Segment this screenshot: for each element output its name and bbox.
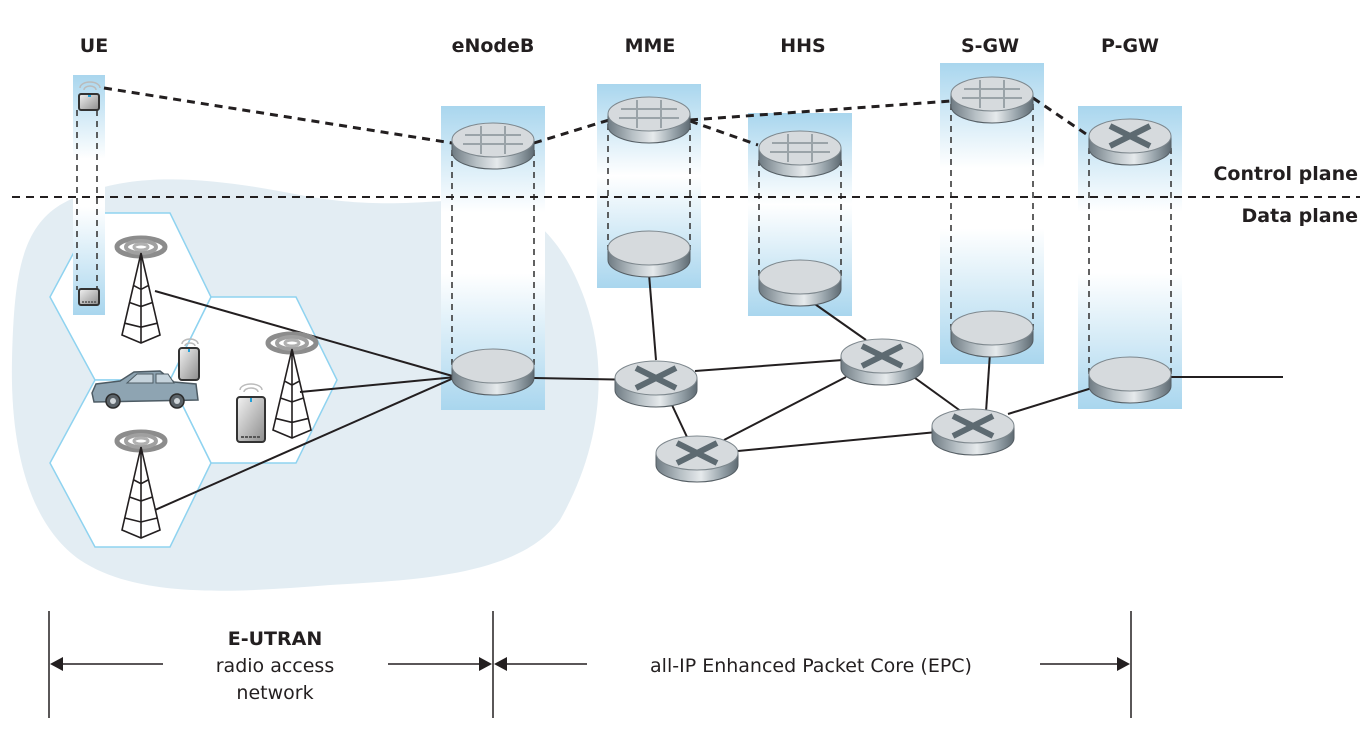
data-link [985, 352, 991, 413]
column-dashes [76, 104, 1172, 375]
mme-control-router [607, 96, 691, 144]
label-hhs: HHS [780, 35, 826, 57]
arrow-left-icon [50, 657, 63, 671]
switch-x-icon [860, 343, 904, 369]
data-link [694, 359, 844, 372]
control-link [689, 99, 952, 122]
grid-router-icon [463, 126, 523, 154]
arrow-right-icon [479, 657, 492, 671]
node-labels: UE eNodeB MME HHS S-GW P-GW [80, 35, 1159, 57]
control-link [103, 86, 453, 145]
control-link [1032, 96, 1090, 138]
data-link [671, 404, 688, 438]
enodeb-control-router [451, 122, 535, 170]
control-plane-label: Control plane [1213, 163, 1358, 185]
switch-x-icon [1108, 123, 1152, 149]
data-links [154, 273, 1283, 511]
ue-device-bottom [78, 288, 100, 306]
label-mme: MME [625, 35, 676, 57]
cell-tower-icon [114, 429, 168, 539]
switch-x-icon [634, 365, 678, 391]
eutran-line1: radio access [216, 655, 334, 677]
smartphone-icon [236, 383, 266, 443]
cell-tower-icon [265, 331, 319, 439]
base-station-towers [114, 235, 319, 539]
enodeb-data-router [451, 348, 535, 396]
data-link [723, 376, 847, 441]
epc-title: all-IP Enhanced Packet Core (EPC) [650, 655, 972, 677]
hhs-data-router [758, 259, 842, 307]
ue-device-top [78, 81, 101, 111]
data-link [648, 273, 657, 361]
pgw-control-router [1088, 118, 1172, 166]
control-links [103, 86, 1090, 147]
control-link [689, 119, 759, 147]
sgw-control-router [950, 76, 1034, 124]
switch-d-router [931, 408, 1015, 456]
grid-router-icon [962, 80, 1022, 108]
label-pgw: P-GW [1101, 35, 1159, 57]
eutran-line2: network [236, 682, 313, 704]
data-plane-label: Data plane [1242, 205, 1358, 227]
span-arrowheads [50, 657, 1130, 671]
switch-x-icon [951, 413, 995, 439]
hhs-control-router [758, 130, 842, 178]
switch-a-router [614, 360, 698, 408]
switch-c-router [655, 435, 739, 483]
routers [451, 76, 1172, 483]
data-link [811, 301, 867, 341]
pgw-data-router [1088, 356, 1172, 404]
car-icon [91, 370, 199, 409]
arrow-left-icon [494, 657, 507, 671]
grid-router-icon [770, 134, 830, 162]
radio-link [299, 376, 457, 393]
data-link [737, 431, 938, 452]
ue-column [73, 75, 105, 315]
span-indicators [48, 611, 1132, 718]
sgw-data-router [950, 310, 1034, 358]
switch-x-icon [675, 440, 719, 466]
label-ue: UE [80, 35, 108, 57]
label-enodeb: eNodeB [452, 35, 535, 57]
mme-data-router [607, 230, 691, 278]
cell-tower-icon [114, 235, 168, 344]
switch-b-router [840, 338, 924, 386]
smartphone-icon [178, 338, 200, 381]
data-link [1007, 387, 1093, 415]
label-sgw: S-GW [961, 35, 1019, 57]
eutran-title: E-UTRAN [228, 628, 323, 650]
data-link [914, 377, 963, 413]
grid-router-icon [619, 100, 679, 128]
arrow-right-icon [1117, 657, 1130, 671]
radio-link [154, 376, 457, 511]
